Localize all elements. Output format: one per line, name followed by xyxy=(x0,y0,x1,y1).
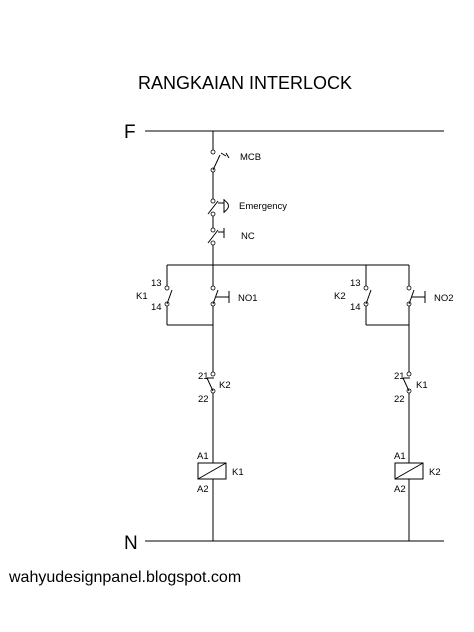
rail-f: F xyxy=(124,122,444,143)
rail-n: N xyxy=(124,533,444,554)
k1-holding-contact: 13 K1 14 xyxy=(136,278,173,313)
emergency-label: Emergency xyxy=(239,201,287,212)
k2-coil-a1: A1 xyxy=(394,451,406,462)
k2-holding-contact: 13 K2 14 xyxy=(334,278,372,313)
k1-coil: A1 K1 A2 xyxy=(197,451,244,495)
k1-interlock-contact: 21 K1 22 xyxy=(394,371,428,405)
k1-hold-label: K1 xyxy=(136,291,148,302)
nc-label: NC xyxy=(241,231,255,242)
k1-interlock-t22: 22 xyxy=(394,394,405,405)
k2-interlock-t21: 21 xyxy=(198,371,209,382)
footer-url: wahyudesignpanel.blogspot.com xyxy=(8,569,241,586)
nc-stop-button: NC xyxy=(207,227,255,246)
k1-interlock-t21: 21 xyxy=(394,371,405,382)
rail-n-label: N xyxy=(124,533,138,554)
mcb-breaker: MCB xyxy=(210,149,261,173)
k2-hold-t14: 14 xyxy=(350,302,361,313)
right-branch: 13 K2 14 NO2 21 K1 22 A1 xyxy=(334,265,454,541)
k2-interlock-contact: 21 K2 22 xyxy=(198,371,231,405)
k2-hold-label: K2 xyxy=(334,291,346,302)
mcb-label: MCB xyxy=(240,152,261,163)
k2-interlock-t22: 22 xyxy=(198,394,209,405)
k1-coil-label: K1 xyxy=(232,467,244,478)
no2-start-button: NO2 xyxy=(406,285,454,307)
no2-label: NO2 xyxy=(434,293,454,304)
k1-coil-a1: A1 xyxy=(197,451,209,462)
left-branch: 13 K1 14 NO1 21 K2 22 A1 xyxy=(136,265,258,541)
no1-start-button: NO1 xyxy=(210,285,258,307)
k2-hold-t13: 13 xyxy=(350,278,361,289)
emergency-stop: Emergency xyxy=(207,198,287,217)
k2-coil-a2: A2 xyxy=(394,484,406,495)
k2-coil-label: K2 xyxy=(429,467,441,478)
rail-f-label: F xyxy=(124,122,136,143)
k1-hold-t13: 13 xyxy=(151,278,162,289)
k1-interlock-label: K1 xyxy=(416,380,428,391)
no1-label: NO1 xyxy=(238,293,258,304)
k1-coil-a2: A2 xyxy=(197,484,209,495)
k2-coil: A1 K2 A2 xyxy=(394,451,441,495)
k1-hold-t14: 14 xyxy=(151,302,162,313)
diagram-title: RANGKAIAN INTERLOCK xyxy=(138,73,352,93)
k2-interlock-label: K2 xyxy=(219,380,231,391)
